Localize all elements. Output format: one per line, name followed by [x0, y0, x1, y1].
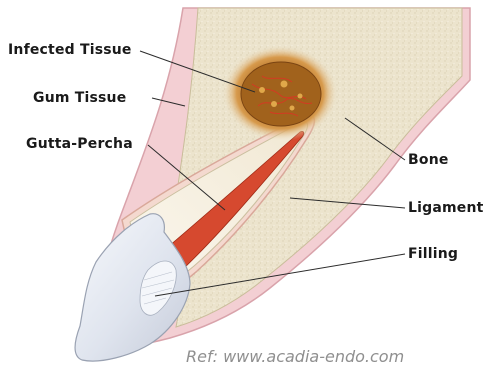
label-bone: Bone [408, 152, 449, 168]
label-infected-tissue: Infected Tissue [8, 42, 132, 58]
label-ligament: Ligament [408, 200, 484, 216]
label-gum-tissue: Gum Tissue [33, 90, 126, 106]
label-filling: Filling [408, 246, 458, 262]
infection-core [241, 62, 321, 126]
reference-caption: Ref: www.acadia-endo.com [186, 347, 404, 366]
label-gutta-percha: Gutta-Percha [26, 136, 133, 152]
